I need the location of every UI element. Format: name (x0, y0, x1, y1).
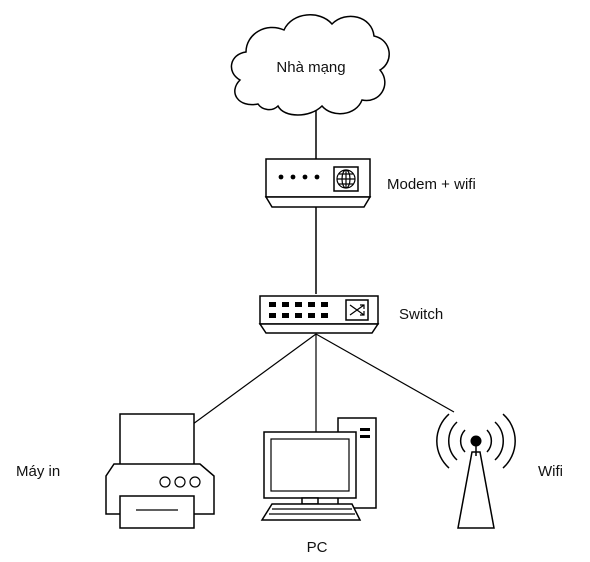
modem-router-icon (264, 158, 372, 208)
wifi-label: Wifi (538, 463, 563, 480)
modem-label: Modem + wifi (387, 176, 476, 193)
printer-label: Máy in (16, 463, 60, 480)
wifi-antenna-icon (436, 413, 516, 529)
internet-label: Nhà mạng (276, 59, 345, 76)
pc-label: PC (307, 539, 328, 556)
cloud-icon (230, 14, 390, 116)
edge-switch-wifi (315, 333, 455, 413)
switch-label: Switch (399, 306, 443, 323)
network-switch-icon (258, 295, 380, 334)
switch-ports (269, 302, 328, 318)
edge-switch-printer (192, 333, 317, 425)
connections (192, 110, 455, 432)
desktop-computer-icon (260, 417, 377, 521)
printer-icon (105, 413, 215, 529)
